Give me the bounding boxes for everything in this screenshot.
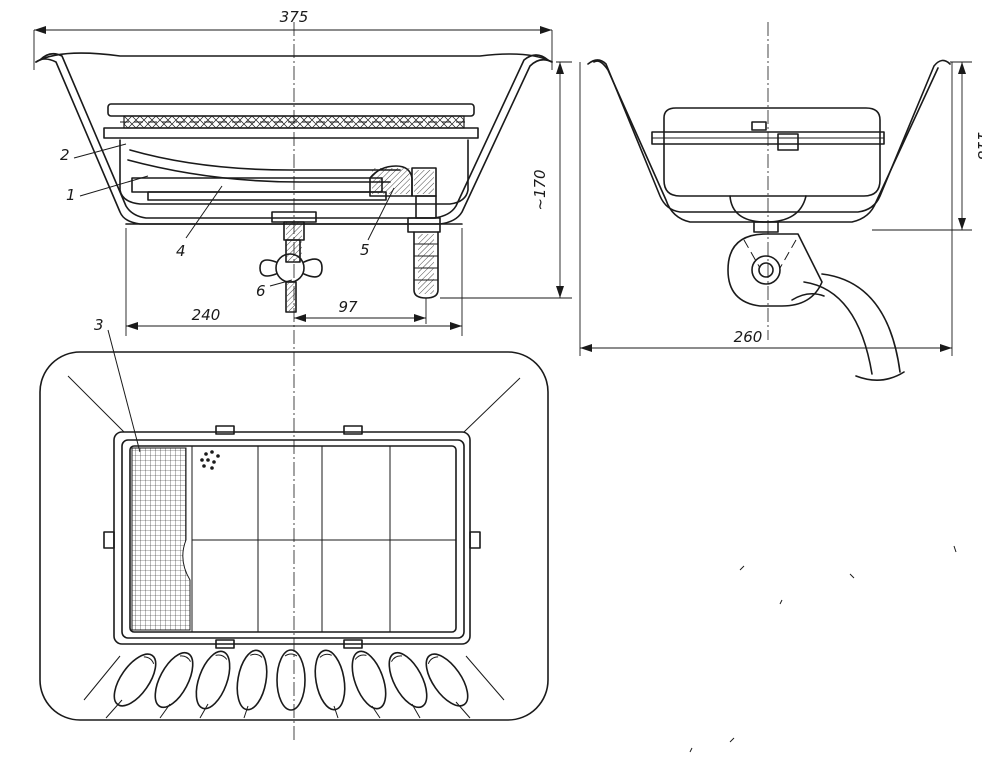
dim-97: 97: [338, 298, 358, 316]
label-3: 3: [94, 316, 104, 334]
part-callouts: 2 1 4 5 6 3: [60, 143, 395, 453]
dim-170: ~170: [531, 169, 549, 210]
label-5: 5: [360, 241, 370, 259]
side-dimensions: 118 260: [579, 61, 982, 356]
front-dimensions: 375 ~170 240 97: [33, 8, 572, 336]
label-6: 6: [256, 282, 266, 300]
front-section-view: [35, 22, 553, 740]
burner-lobes: [113, 649, 469, 711]
plan-view: [39, 351, 549, 721]
label-1: 1: [66, 186, 76, 204]
dim-260: 260: [734, 328, 763, 346]
dim-118: 118: [974, 132, 982, 161]
label-2: 2: [60, 146, 70, 164]
perforation-dots: [200, 450, 220, 470]
scan-marks: [689, 545, 957, 753]
label-4: 4: [176, 242, 186, 260]
dim-375: 375: [280, 8, 309, 26]
side-view: [587, 22, 951, 381]
dim-240: 240: [192, 306, 221, 324]
reflector-inner: [39, 52, 549, 219]
